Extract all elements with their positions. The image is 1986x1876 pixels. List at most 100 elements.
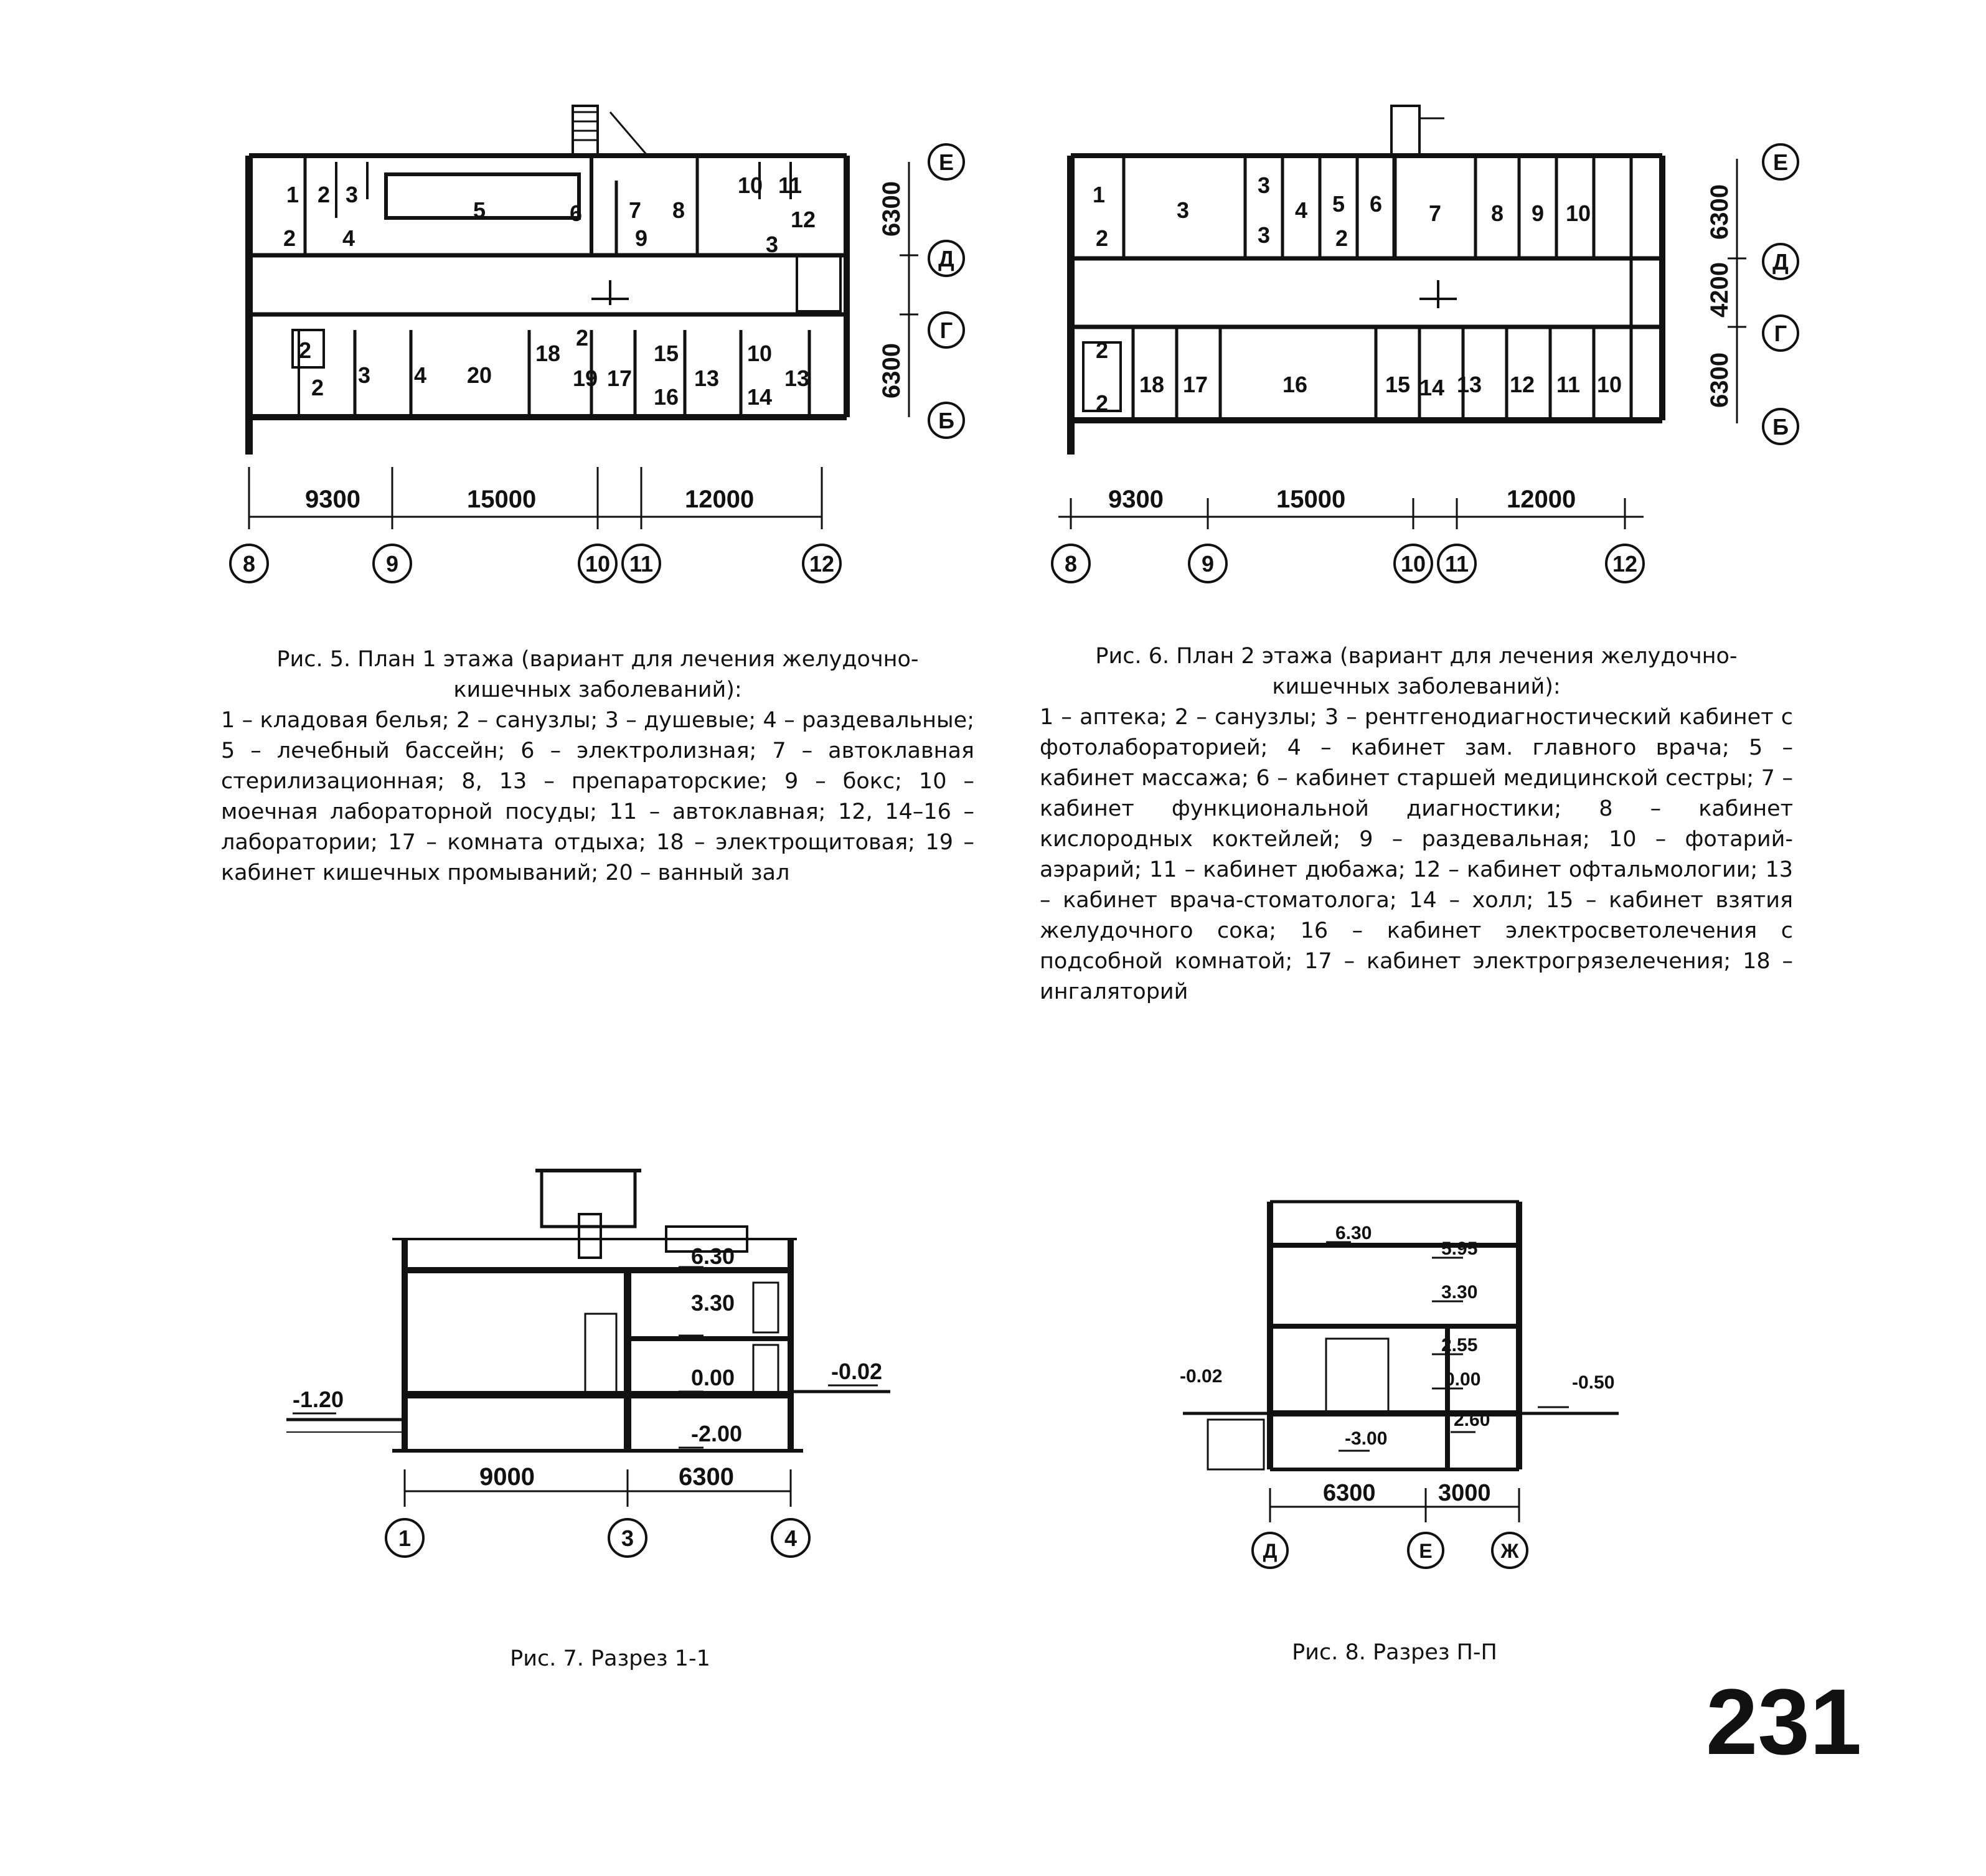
plan2-axis-col: 11 [1445, 551, 1469, 577]
plan1-col-dim: 9300 [305, 486, 360, 513]
plan1-room: 2 [318, 182, 330, 207]
plan2-room: 10 [1566, 200, 1591, 226]
section-p-p: 6.30 5.95 3.30 2.55 0.00 -0.02 -0.50 -3.… [1180, 1200, 1619, 1569]
plan2-room: 3 [1177, 197, 1189, 223]
fig8-caption: Рис. 8. Разрез П-П [1292, 1640, 1497, 1665]
plan2-room: 2 [1096, 225, 1108, 251]
plan2-room: 5 [1332, 191, 1345, 217]
plan1-axis-col: 10 [585, 551, 610, 577]
plan2-room: 6 [1370, 191, 1382, 217]
plan2-axis-row: Е [1773, 149, 1788, 175]
plan2-room: 9 [1532, 200, 1544, 226]
plan1-axis-col: 11 [629, 551, 653, 577]
plan1-room: 19 [573, 365, 598, 391]
section2-level: 3.30 [1441, 1282, 1477, 1303]
plan2-room: 18 [1139, 372, 1164, 397]
plan2-room: 8 [1491, 200, 1504, 226]
plan1-col-dim: 15000 [467, 486, 536, 513]
section2-dim: 3000 [1438, 1480, 1491, 1506]
plan2-room: 2 [1096, 390, 1108, 416]
section2-level: 5.95 [1441, 1238, 1477, 1259]
fig6-caption: Рис. 6. План 2 этажа (вариант для лечени… [1040, 641, 1793, 1007]
plan1-room: 5 [473, 197, 486, 223]
plan1-room: 16 [654, 384, 679, 410]
plan2-row-dim: 4200 [1706, 262, 1733, 318]
plan1-room: 14 [747, 384, 772, 410]
plan1-room: 10 [747, 341, 772, 366]
page-number: 231 [1706, 1669, 1862, 1774]
section1-axis: 1 [398, 1525, 411, 1551]
plan2-axis-row: Г [1774, 321, 1787, 346]
plan1-room: 20 [467, 362, 492, 388]
section1-dim: 6300 [679, 1463, 734, 1491]
plan1-room: 3 [766, 232, 778, 257]
plan1-room: 13 [694, 365, 719, 391]
plan2-room: 13 [1457, 372, 1482, 397]
fig6-title: Рис. 6. План 2 этажа (вариант для лечени… [1095, 644, 1738, 699]
plan2-room: 16 [1282, 372, 1307, 397]
section2-axis: Ж [1500, 1540, 1520, 1562]
section1-level: -1.20 [293, 1387, 344, 1412]
section1-axis: 4 [784, 1525, 797, 1551]
plan1-room: 9 [635, 225, 647, 251]
plan2-room: 7 [1429, 200, 1441, 226]
plan1-room: 12 [791, 207, 816, 232]
plan1-room: 3 [346, 182, 358, 207]
plan1-axis-row: Б [938, 408, 954, 433]
plan2-room: 15 [1385, 372, 1410, 397]
section2-axis: Д [1263, 1540, 1278, 1562]
fig5-title: Рис. 5. План 1 этажа (вариант для лечени… [276, 647, 919, 702]
plan1-room: 1 [286, 182, 299, 207]
plan2-room: 1 [1093, 182, 1105, 207]
plan2-axis-row: Б [1772, 414, 1789, 440]
plan1-room: 4 [342, 225, 355, 251]
plan2-room: 3 [1258, 222, 1270, 248]
section2-level: 2.55 [1441, 1335, 1477, 1355]
plan2-col-dim: 12000 [1507, 486, 1576, 513]
plan2-col-dim: 15000 [1276, 486, 1345, 513]
plan2-axis-col: 8 [1065, 551, 1077, 577]
plan2-room: 12 [1510, 372, 1535, 397]
plan2-room: 11 [1556, 372, 1580, 397]
section2-level: -0.02 [1180, 1366, 1222, 1387]
plan1-axis-row: Г [940, 318, 953, 343]
plan2-room: 14 [1419, 375, 1444, 400]
plan2-row-dim: 6300 [1706, 184, 1733, 240]
plan2-room: 4 [1295, 197, 1307, 223]
section1-level: -2.00 [691, 1421, 742, 1446]
section2-axis: Е [1419, 1540, 1432, 1562]
section2-level: 2.60 [1454, 1410, 1490, 1430]
plan2-axis-col: 9 [1202, 551, 1214, 577]
plan2-room: 2 [1096, 337, 1108, 363]
plan2-axis-col: 10 [1401, 551, 1426, 577]
plan1-room: 13 [784, 365, 809, 391]
plan1-axis-row: Е [939, 149, 954, 175]
section-1-1: 6.30 3.30 0.00 -2.00 -1.20 -0.02 9000 63… [286, 1169, 890, 1558]
plan2-col-dim: 9300 [1108, 486, 1164, 513]
plan1-axis-col: 9 [386, 551, 398, 577]
section1-level: 3.30 [691, 1290, 735, 1316]
plan1-row-dim: 6300 [878, 181, 905, 237]
plan1-row-dim: 6300 [878, 343, 905, 398]
plan1-room: 3 [358, 362, 370, 388]
plan2-room: 3 [1258, 172, 1270, 198]
plan1-room: 10 [738, 172, 763, 198]
plan1-room: 6 [570, 200, 582, 226]
plan1-room: 4 [414, 362, 426, 388]
plan1-room: 2 [299, 337, 311, 363]
plan2-axis-col: 12 [1612, 551, 1637, 577]
plan1-room: 2 [576, 325, 588, 351]
section1-axis: 3 [621, 1525, 634, 1551]
plan2-row-dim: 6300 [1706, 352, 1733, 408]
section1-level: 0.00 [691, 1365, 735, 1390]
section2-level: 0.00 [1444, 1369, 1480, 1390]
plan1-axis-col: 12 [809, 551, 834, 577]
plan-floor-1: 1 2 3 2 4 5 6 7 9 8 10 11 12 3 2 2 3 4 2… [229, 105, 965, 583]
fig6-legend: 1 – аптека; 2 – санузлы; 3 – рентгенодиа… [1040, 705, 1793, 1004]
plan-floor-2: 1 2 3 3 3 4 5 2 6 7 8 9 10 2 2 18 17 16 … [1051, 105, 1799, 583]
plan1-axis-row: Д [938, 246, 954, 271]
plan1-room: 2 [311, 375, 324, 400]
section1-level: 6.30 [691, 1243, 735, 1269]
plan1-room: 15 [654, 341, 679, 366]
plan1-room: 7 [629, 197, 641, 223]
